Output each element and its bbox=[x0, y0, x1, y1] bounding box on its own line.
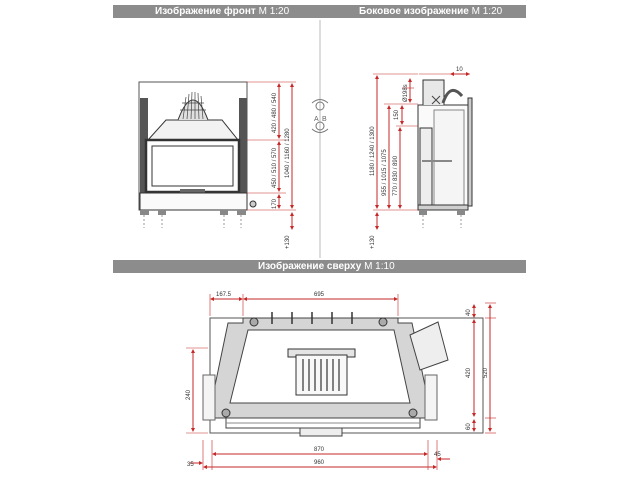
side-dim-flue-diameter: Ø198s bbox=[403, 84, 409, 102]
top-view-drawing bbox=[202, 312, 484, 437]
header-bar-views: Изображение фронт М 1:20 Боковое изображ… bbox=[113, 5, 526, 18]
front-dim-total-heights: 1040 / 1160 / 1280 bbox=[285, 128, 291, 178]
side-view-dimensions bbox=[373, 72, 470, 230]
front-view-dimensions bbox=[247, 81, 296, 230]
top-view-dimensions bbox=[186, 294, 496, 470]
top-dim-left-bottom: 35 bbox=[187, 462, 194, 468]
top-view-scale: М 1:10 bbox=[364, 261, 395, 272]
top-dim-right-bottom: 60 bbox=[466, 423, 472, 430]
side-dim-flue-offset: 150 bbox=[394, 109, 400, 120]
side-view-scale: М 1:20 bbox=[471, 6, 503, 17]
side-dim-low-heights: 770 / 830 / 890 bbox=[393, 155, 399, 196]
front-view-title: Изображение фронт bbox=[155, 6, 256, 17]
top-dim-right-total: 520 bbox=[483, 367, 489, 378]
front-view-scale: М 1:20 bbox=[258, 6, 290, 17]
view-letter-b: B bbox=[322, 116, 327, 123]
side-dim-top-offset: 10 bbox=[456, 67, 463, 73]
top-view-header: Изображение сверху М 1:10 bbox=[258, 260, 395, 273]
top-dim-inner-width: 870 bbox=[314, 447, 325, 453]
top-dim-right-top: 40 bbox=[466, 309, 472, 316]
front-view-drawing bbox=[138, 81, 257, 228]
top-dim-top-width: 695 bbox=[314, 292, 325, 298]
side-view-header: Боковое изображение М 1:20 bbox=[359, 5, 502, 18]
header-bar-top-view: Изображение сверху М 1:10 bbox=[113, 260, 526, 273]
side-dim-total-heights: 1180 / 1240 / 1300 bbox=[370, 126, 376, 176]
view-letter-a: A bbox=[314, 116, 319, 123]
top-dim-right-bottom-offset: 45 bbox=[434, 452, 441, 458]
front-dim-leg-extension: +130 bbox=[285, 235, 291, 249]
front-dim-base-height: 170 bbox=[272, 198, 278, 209]
side-dim-mid-heights: 955 / 1015 / 1075 bbox=[382, 149, 388, 196]
top-dim-left-depth: 240 bbox=[186, 389, 192, 400]
view-switch: A B bbox=[311, 99, 329, 133]
front-view-header: Изображение фронт М 1:20 bbox=[155, 5, 289, 18]
side-view-title: Боковое изображение bbox=[359, 6, 469, 17]
top-dim-right-mid: 420 bbox=[466, 367, 472, 378]
top-view-title: Изображение сверху bbox=[258, 261, 362, 272]
side-view-drawing bbox=[417, 79, 473, 228]
side-dim-leg-extension: +130 bbox=[370, 235, 376, 249]
front-dim-glass-heights: 450 / 510 / 570 bbox=[272, 147, 278, 188]
top-dim-left-offset: 167.5 bbox=[216, 292, 232, 298]
top-dim-outer-width: 960 bbox=[314, 460, 325, 466]
front-dim-top-heights: 420 / 480 / 540 bbox=[272, 92, 278, 133]
